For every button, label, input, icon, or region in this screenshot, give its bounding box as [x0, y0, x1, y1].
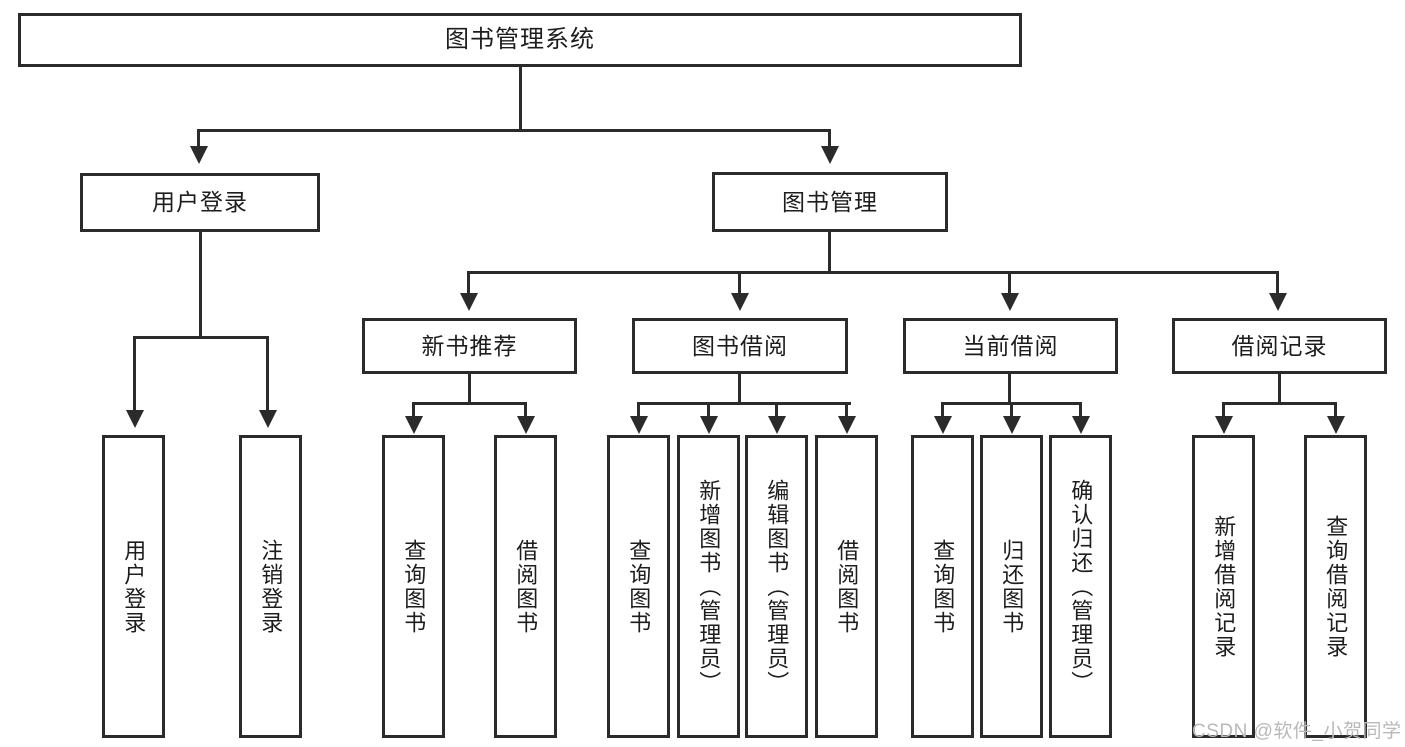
node-label: 图书借阅	[692, 332, 788, 359]
node-leaf-edit-book: 编辑图书（管理员）	[745, 435, 808, 738]
node-label: 查询借阅记录	[1323, 514, 1349, 659]
node-label: 当前借阅	[962, 332, 1059, 359]
connector-current-borrow-to-leaf1	[941, 402, 944, 420]
connector-new-book-bus	[412, 402, 527, 405]
node-label: 借阅图书	[513, 538, 539, 635]
node-label: 图书管理系统	[445, 26, 595, 54]
connector-book-borrow-to-leaf4	[845, 402, 848, 420]
node-leaf-confirm-return: 确认归还（管理员）	[1049, 435, 1112, 738]
connector-current-borrow-to-leaf2	[1010, 402, 1013, 420]
connector-borrow-record-stem	[1278, 374, 1281, 404]
connector-book-manage-to-current-borrow	[1008, 271, 1011, 295]
connector-current-borrow-stem	[1008, 374, 1011, 404]
arrowhead-book-manage-to-new-book	[460, 293, 478, 311]
node-leaf-query-book-2: 查询图书	[607, 435, 670, 738]
connector-book-borrow-to-leaf3	[775, 402, 778, 420]
connector-book-manage-to-new-book	[467, 271, 470, 295]
node-label: 查询图书	[401, 538, 427, 635]
node-book-manage: 图书管理	[712, 172, 948, 232]
arrowhead-book-borrow-to-leaf2	[700, 416, 718, 434]
connector-borrow-record-to-leaf1	[1222, 402, 1225, 420]
node-user-login: 用户登录	[80, 173, 320, 232]
arrowhead-borrow-record-to-leaf1	[1215, 416, 1233, 434]
arrowhead-root-to-book-manage	[821, 146, 839, 164]
connector-user-login-stem	[199, 232, 202, 338]
node-label: 编辑图书（管理员）	[764, 478, 790, 695]
node-leaf-add-record: 新增借阅记录	[1192, 435, 1255, 738]
arrowhead-current-borrow-to-leaf2	[1003, 416, 1021, 434]
connector-new-book-to-leaf1	[412, 402, 415, 420]
connector-borrow-record-bus	[1222, 402, 1337, 405]
node-label: 借阅记录	[1231, 332, 1328, 359]
connector-user-login-bus	[133, 336, 269, 339]
connector-book-manage-bus	[467, 271, 1279, 274]
node-root-system: 图书管理系统	[18, 13, 1022, 67]
arrowhead-book-borrow-to-leaf4	[838, 416, 856, 434]
connector-user-login-to-leaf1	[133, 336, 136, 412]
node-label: 新增图书（管理员）	[696, 478, 722, 695]
node-label: 用户登录	[121, 538, 147, 635]
node-label: 归还图书	[999, 538, 1025, 635]
connector-book-manage-stem	[828, 232, 831, 274]
arrowhead-new-book-to-leaf1	[405, 416, 423, 434]
node-label: 新增借阅记录	[1211, 514, 1237, 659]
node-label: 查询图书	[930, 538, 956, 635]
node-leaf-borrow-book-1: 借阅图书	[494, 435, 557, 738]
node-leaf-return-book: 归还图书	[980, 435, 1043, 738]
node-leaf-query-book-3: 查询图书	[911, 435, 974, 738]
connector-book-manage-to-borrow-record	[1276, 271, 1279, 295]
node-new-book-recommend: 新书推荐	[362, 318, 577, 374]
connector-root-bus	[197, 129, 831, 132]
node-label: 查询图书	[626, 538, 652, 635]
node-borrow-record: 借阅记录	[1172, 318, 1387, 374]
csdn-watermark: CSDN @软件_小贺同学	[1192, 721, 1402, 742]
arrowhead-root-to-user-login	[190, 146, 208, 164]
arrowhead-book-manage-to-borrow-record	[1269, 293, 1287, 311]
arrowhead-book-manage-to-book-borrow	[731, 293, 749, 311]
connector-new-book-to-leaf2	[524, 402, 527, 420]
connector-current-borrow-to-leaf3	[1079, 402, 1082, 420]
connector-book-manage-to-book-borrow	[738, 271, 741, 295]
connector-root-to-user-login	[197, 129, 200, 149]
arrowhead-book-manage-to-current-borrow	[1001, 293, 1019, 311]
node-label: 确认归还（管理员）	[1068, 478, 1094, 695]
connector-book-borrow-to-leaf2	[707, 402, 710, 420]
node-leaf-logout-login: 注销登录	[239, 435, 302, 738]
node-label: 图书管理	[782, 188, 878, 215]
connector-book-borrow-stem	[738, 374, 741, 404]
arrowhead-user-login-to-leaf2	[259, 410, 277, 428]
arrowhead-book-borrow-to-leaf1	[630, 416, 648, 434]
node-label: 用户登录	[152, 189, 248, 216]
node-current-borrow: 当前借阅	[903, 318, 1118, 374]
connector-book-borrow-bus	[637, 402, 851, 405]
node-leaf-add-book: 新增图书（管理员）	[677, 435, 740, 738]
node-leaf-query-book-1: 查询图书	[382, 435, 445, 738]
connector-root-stem	[519, 67, 522, 131]
connector-new-book-stem	[468, 374, 471, 404]
arrowhead-new-book-to-leaf2	[517, 416, 535, 434]
connector-book-borrow-to-leaf1	[637, 402, 640, 420]
node-leaf-user-login: 用户登录	[102, 435, 165, 738]
arrowhead-borrow-record-to-leaf2	[1327, 416, 1345, 434]
node-leaf-borrow-book-2: 借阅图书	[815, 435, 878, 738]
connector-root-to-book-manage	[828, 129, 831, 149]
node-label: 新书推荐	[421, 332, 518, 359]
node-leaf-query-record: 查询借阅记录	[1304, 435, 1367, 738]
arrowhead-current-borrow-to-leaf1	[934, 416, 952, 434]
node-label: 注销登录	[258, 538, 284, 635]
node-book-borrow: 图书借阅	[632, 318, 848, 374]
arrowhead-book-borrow-to-leaf3	[768, 416, 786, 434]
arrowhead-user-login-to-leaf1	[126, 410, 144, 428]
arrowhead-current-borrow-to-leaf3	[1072, 416, 1090, 434]
node-label: 借阅图书	[834, 538, 860, 635]
connector-borrow-record-to-leaf2	[1334, 402, 1337, 420]
connector-user-login-to-leaf2	[266, 336, 269, 412]
